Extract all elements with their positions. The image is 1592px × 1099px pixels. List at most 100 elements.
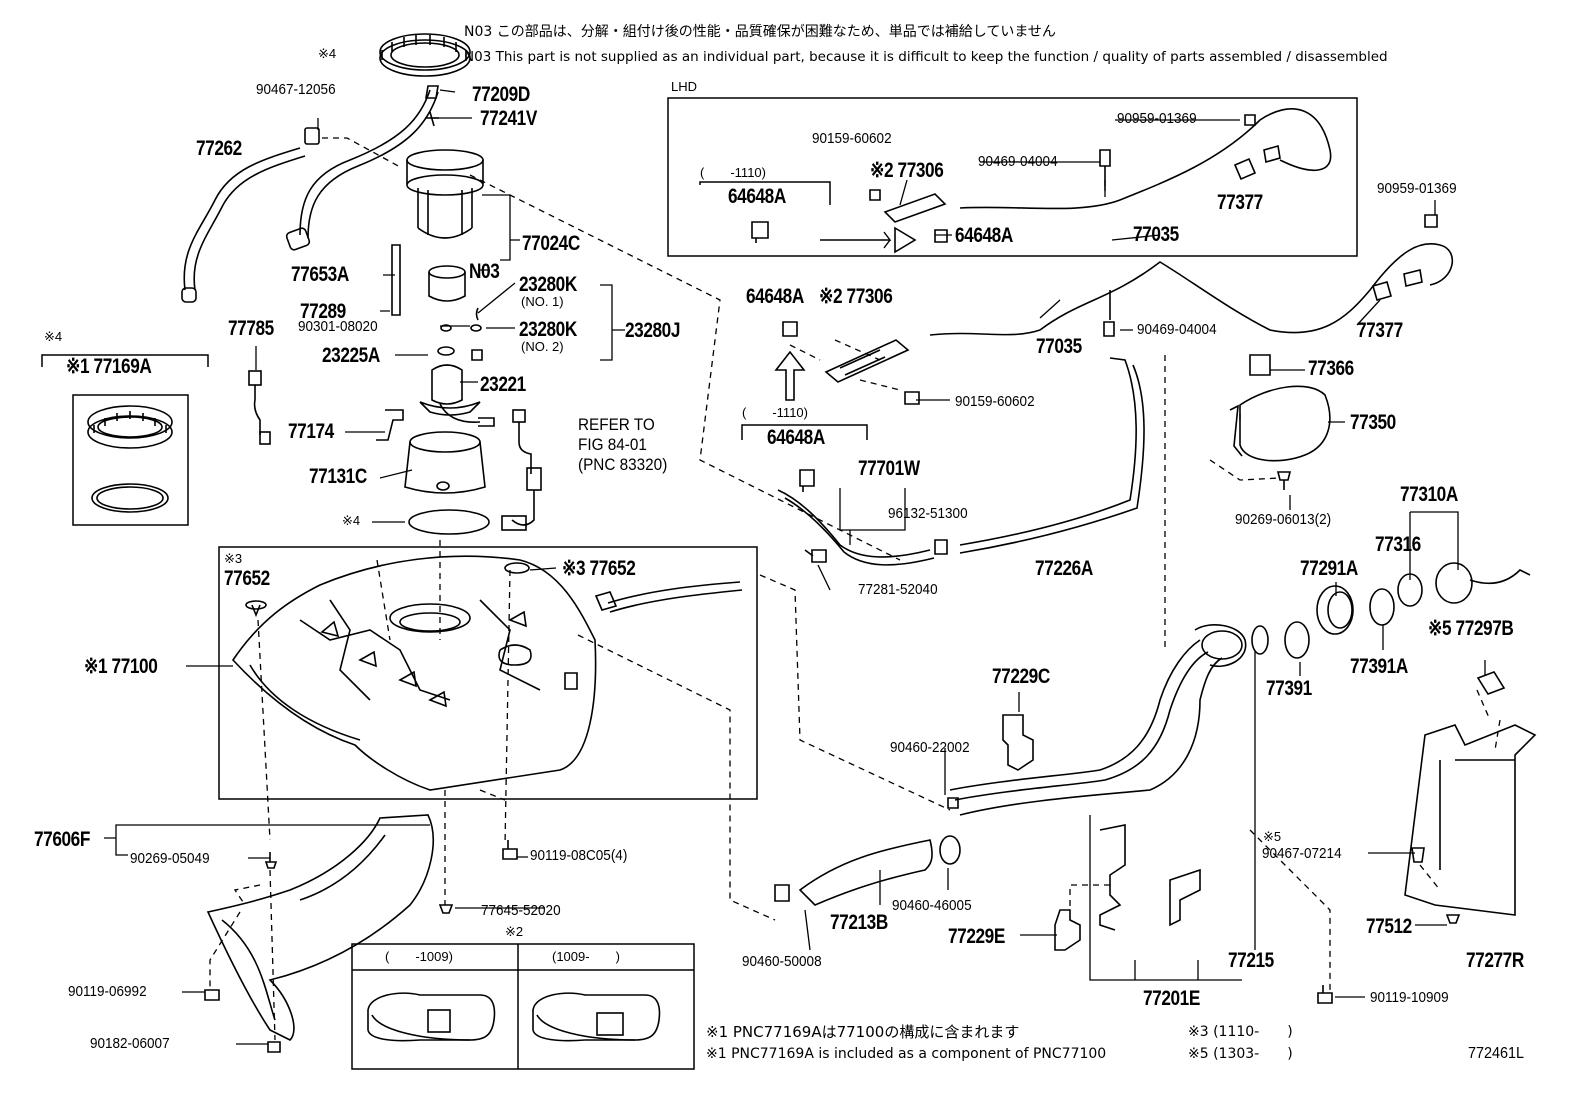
label-23225A: 23225A (322, 344, 380, 367)
footnote-5: ※5 (1303- ) (1188, 1046, 1293, 1062)
dashed-leaders (209, 137, 1501, 1041)
label-64648A-lhd-b: 64648A (955, 224, 1013, 247)
label-77377-lhd: 77377 (1217, 191, 1263, 214)
label-77316: 77316 (1375, 533, 1421, 556)
label-77201E: 77201E (1143, 987, 1200, 1010)
label-77035-lhd: 77035 (1133, 223, 1179, 246)
refer-line-3: (PNC 83320) (578, 455, 668, 474)
hose-77262 (181, 127, 320, 303)
label-77035: 77035 (1036, 335, 1082, 358)
label-77281-52040: 77281-52040 (858, 581, 938, 598)
note-n03-en: N03 This part is not supplied as an indi… (464, 49, 1388, 65)
label-77131C: 77131C (309, 465, 367, 488)
label-77241V: 77241V (480, 107, 537, 130)
label-77652-a: 77652 (224, 567, 270, 590)
label-N03: N03 (469, 260, 500, 283)
fuel-pump-module (376, 149, 495, 441)
jet-pump-cup-77131C (404, 431, 486, 494)
label-90467-07214: 90467-07214 (1262, 845, 1342, 862)
label-77512: 77512 (1366, 915, 1412, 938)
footnote-3: ※3 (1110- ) (1188, 1024, 1293, 1040)
label-77606F: 77606F (34, 828, 90, 851)
label-23280J: 23280J (625, 319, 681, 342)
label-77652-b: ※3 77652 (562, 557, 636, 580)
fuel-tank (231, 555, 597, 791)
label-64648A-d: 64648A (767, 426, 825, 449)
sender-gauge (501, 409, 542, 531)
label-77024C: 77024C (522, 232, 580, 255)
harness-77785 (248, 370, 271, 445)
label-77297B: ※5 77297B (1428, 617, 1514, 640)
label-90959-01369: 90959-01369 (1377, 180, 1457, 197)
label-90469-04004-lhd: 90469-04004 (978, 153, 1058, 170)
label-96132-51300: 96132-51300 (888, 505, 968, 522)
label-77277R: 77277R (1466, 949, 1524, 972)
date-range-right: (1009- ) (552, 949, 620, 964)
label-90460-50008: 90460-50008 (742, 953, 822, 970)
vent-hose (777, 357, 1145, 566)
label-no2: (NO. 2) (521, 339, 564, 354)
lhd-cable (751, 108, 1332, 254)
retainer-ring-top (379, 33, 471, 77)
label-90269-05049: 90269-05049 (130, 850, 210, 867)
grommet-77652a-stem (251, 604, 261, 618)
label-77226A: 77226A (1035, 557, 1093, 580)
hose-77209D (285, 85, 439, 251)
figure-id: 772461L (1468, 1045, 1525, 1062)
ring-set-77169A (87, 405, 173, 513)
mark-5: ※5 (1263, 829, 1282, 844)
label-77291A: 77291A (1300, 557, 1358, 580)
clip-64648A (799, 469, 815, 492)
label-77229C: 77229C (992, 665, 1050, 688)
mark-4-ringset: ※4 (44, 329, 63, 344)
bracket-77229C (1002, 714, 1034, 771)
label-90119-06992: 90119-06992 (68, 983, 147, 1000)
label-90159-60602: 90159-60602 (955, 393, 1035, 410)
refer-line-1: REFER TO (578, 415, 655, 434)
label-64648A-c: 64648A (746, 285, 804, 308)
footnote-jp: ※1 PNC77169Aは77100の構成に含まれます (706, 1023, 1020, 1041)
label-90159-60602-lhd: 90159-60602 (812, 130, 892, 147)
label-90119-08C05: 90119-08C05(4) (530, 847, 628, 864)
mark-2: ※2 (505, 924, 524, 939)
label-date-1110-lhd: ( -1110) (700, 165, 766, 180)
label-no1: (NO. 1) (521, 294, 564, 309)
cable-77035 (929, 214, 1454, 337)
label-90469-04004: 90469-04004 (1137, 321, 1217, 338)
label-77785: 77785 (228, 317, 274, 340)
label-90269-06013: 90269-06013(2) (1235, 511, 1332, 528)
label-77100: ※1 77100 (84, 655, 158, 678)
tank-under-cover (206, 814, 434, 1041)
label-77645-52020: 77645-52020 (481, 902, 561, 919)
label-90460-46005: 90460-46005 (892, 897, 972, 914)
label-90182-06007: 90182-06007 (90, 1035, 170, 1052)
hose-77213B (774, 797, 961, 906)
label-90467-12056: 90467-12056 (256, 81, 336, 98)
label-77701W: 77701W (858, 457, 920, 480)
lhd-label: LHD (671, 79, 698, 94)
frames (41, 97, 1358, 1070)
label-90959-01369-lhd: 90959-01369 (1117, 110, 1197, 127)
label-90460-22002: 90460-22002 (890, 739, 970, 756)
label-77169A: ※1 77169A (66, 355, 152, 378)
label-77306-lhd: ※2 77306 (870, 159, 944, 182)
label-90119-10909: 90119-10909 (1370, 989, 1449, 1006)
label-77350: 77350 (1350, 411, 1396, 434)
inlet-protector-77277R (1404, 671, 1537, 916)
switch-images (367, 992, 661, 1042)
mark-4-gasket: ※4 (342, 513, 361, 528)
label-77653A: 77653A (291, 263, 349, 286)
bracket-77229E (1054, 909, 1081, 951)
label-77310A: 77310A (1400, 483, 1458, 506)
filler-pipe (949, 624, 1247, 931)
lid-opener-77306 (774, 321, 920, 405)
label-23221: 23221 (480, 373, 526, 396)
mark-3-a: ※3 (224, 551, 243, 566)
fuel-lid-77350 (1229, 354, 1331, 490)
label-64648A-lhd-a: 64648A (728, 185, 786, 208)
label-77262: 77262 (196, 137, 242, 160)
label-77174: 77174 (288, 420, 334, 443)
date-range-left: ( -1009) (385, 949, 453, 964)
leader-lines (104, 89, 1486, 1045)
gasket-pump (408, 509, 490, 535)
